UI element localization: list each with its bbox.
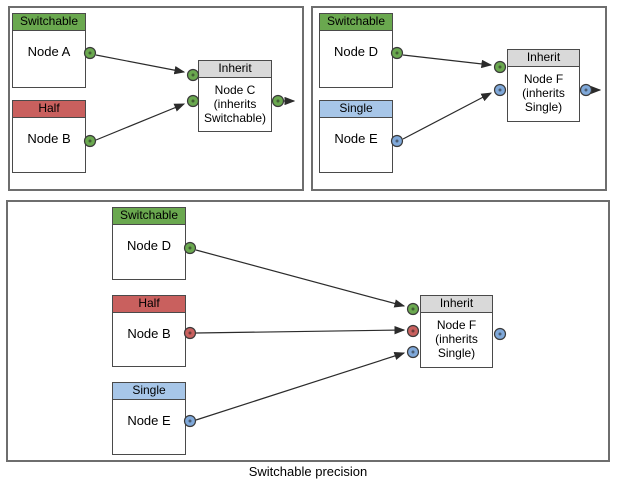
node-f-header: Inherit: [508, 50, 579, 67]
node-e-2-label: Node E: [127, 413, 171, 428]
node-f-2-header: Inherit: [421, 296, 492, 313]
figure-caption: Switchable precision: [248, 464, 368, 479]
node-d-2-header: Switchable: [113, 208, 185, 225]
node-e-label: Node E: [334, 131, 378, 146]
node-a-label: Node A: [27, 44, 71, 59]
panel-bottom: [6, 200, 610, 462]
node-b-2-label: Node B: [127, 326, 171, 341]
node-a-header: Switchable: [13, 14, 85, 31]
node-c-header: Inherit: [199, 61, 271, 78]
node-b-2-header: Half: [113, 296, 185, 313]
node-e-header: Single: [320, 101, 392, 118]
node-e-2-header: Single: [113, 383, 185, 400]
node-d-2-label: Node D: [126, 238, 172, 253]
node-b-header: Half: [13, 101, 85, 118]
node-d-label: Node D: [333, 44, 379, 59]
node-b-label: Node B: [27, 131, 71, 146]
node-d-header: Switchable: [320, 14, 392, 31]
